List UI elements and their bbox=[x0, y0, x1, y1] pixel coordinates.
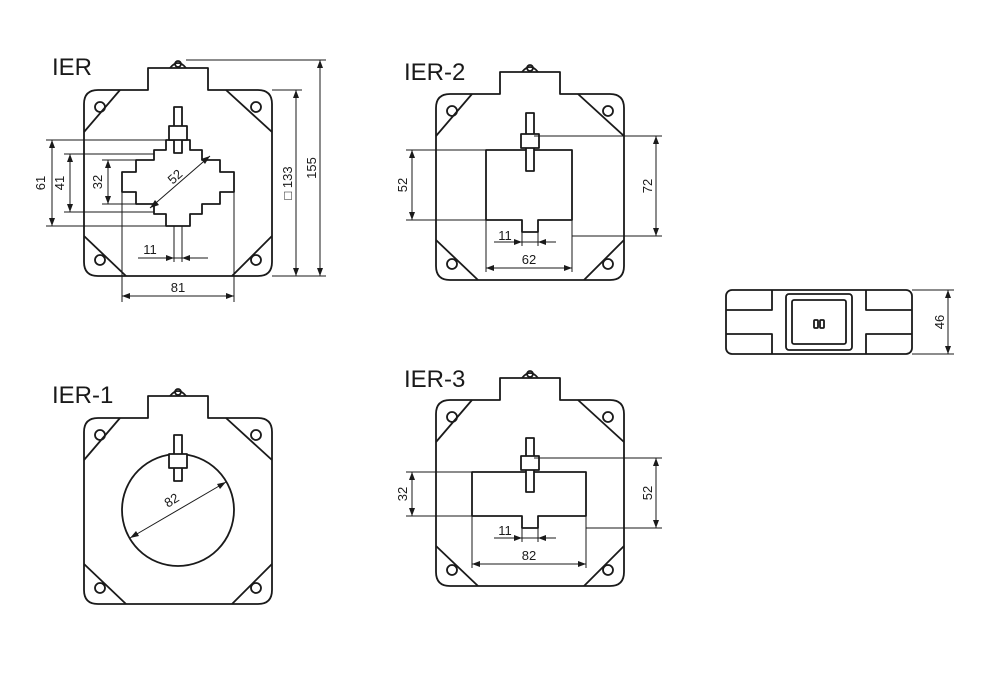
ier-dim-81: 81 bbox=[171, 280, 185, 295]
title-ier: IER bbox=[52, 54, 92, 81]
side-view-terminal-left bbox=[813, 319, 819, 329]
side-view-dim-46: 46 bbox=[932, 315, 947, 329]
ier-dim-133: □ 133 bbox=[280, 166, 295, 199]
ier-busbar-clamp bbox=[168, 125, 188, 141]
ier-1-frame bbox=[83, 388, 273, 605]
title-ier-2: IER-2 bbox=[404, 59, 465, 86]
ier-3-dim-32: 32 bbox=[395, 487, 410, 501]
drawing-ier-1: IER-1 82 bbox=[52, 382, 273, 605]
drawing-ier: IER 52 61 41 32 □ 133 bbox=[33, 54, 326, 302]
ier-dim-11: 11 bbox=[143, 242, 157, 257]
drawing-side-view: 46 bbox=[725, 289, 954, 355]
ier-dim-41: 41 bbox=[52, 176, 67, 190]
ier-2-dim-52: 52 bbox=[395, 178, 410, 192]
ier-3-dim-82: 82 bbox=[522, 548, 536, 563]
ier-3-dim-52: 52 bbox=[640, 486, 655, 500]
ier-frame bbox=[83, 60, 273, 277]
ier-1-dim-82: 82 bbox=[162, 490, 182, 510]
ier-2-dim-11: 11 bbox=[498, 228, 512, 243]
ier-1-busbar-clamp bbox=[168, 453, 188, 469]
ier-dim-32: 32 bbox=[90, 175, 105, 189]
drawing-ier-2: IER-2 52 72 11 62 bbox=[395, 59, 662, 281]
ier-2-frame bbox=[435, 64, 625, 281]
side-view-body bbox=[725, 289, 913, 355]
title-ier-1: IER-1 bbox=[52, 382, 113, 409]
ier-2-dim-62: 62 bbox=[522, 252, 536, 267]
drawing-ier-3: IER-3 32 52 11 82 bbox=[395, 366, 662, 587]
ier-3-busbar-clamp bbox=[520, 455, 540, 471]
ier-dim-61: 61 bbox=[33, 176, 48, 190]
ier-2-dim-72: 72 bbox=[640, 179, 655, 193]
ier-dim-155: 155 bbox=[304, 157, 319, 179]
side-view-terminal-right bbox=[819, 319, 825, 329]
title-ier-3: IER-3 bbox=[404, 366, 465, 393]
ier-3-dim-11: 11 bbox=[498, 523, 512, 538]
ier-2-busbar-clamp bbox=[520, 133, 540, 149]
ier-stepped-opening bbox=[121, 139, 235, 227]
